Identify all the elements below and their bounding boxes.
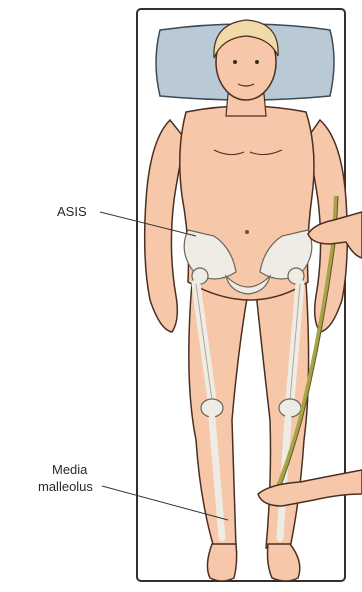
right-eye <box>255 60 259 64</box>
asis-label: ASIS <box>57 204 87 220</box>
left-foot <box>207 544 236 581</box>
left-knee-cap <box>201 399 223 417</box>
navel <box>245 230 249 234</box>
malleolus-label: malleolus <box>38 479 93 495</box>
left-eye <box>233 60 237 64</box>
media-label: Media <box>52 462 87 478</box>
right-knee-cap <box>279 399 301 417</box>
